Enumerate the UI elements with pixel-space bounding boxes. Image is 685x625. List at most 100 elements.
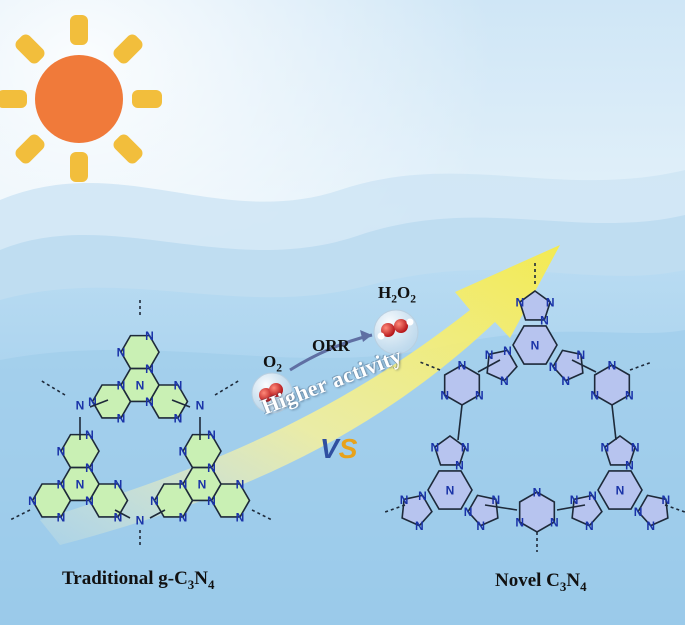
core-hexagon [427,470,473,510]
nitrogen-atom: N [475,389,484,403]
nitrogen-atom: N [625,458,634,472]
nitrogen-atom: N [28,494,37,508]
nitrogen-atom: N [500,374,509,388]
triazole-pentagon [552,349,584,382]
o2-molecule-icon [251,372,293,414]
nitrogen-atom: N [145,362,154,376]
nitrogen-atom: N [616,484,625,498]
nitrogen-atom: N [440,389,449,403]
nitrogen-atom: N [600,441,609,455]
nitrogen-atom: N [550,516,559,530]
bond [611,404,617,441]
bond [89,399,109,408]
nitrogen-atom: N [625,389,634,403]
triazole-pentagon [486,349,518,382]
orr-label: ORR [312,336,350,355]
nitrogen-atom: N [458,359,467,373]
nitrogen-atom: N [174,379,183,393]
bond [114,509,131,519]
nitrogen-atom: N [179,510,188,524]
nitrogen-atom: N [117,346,126,360]
nitrogen-atom: N [549,360,558,374]
nitrogen-atom: N [117,411,126,425]
nitrogen-atom: N [461,441,470,455]
nitrogen-atom: N [174,411,183,425]
nitrogen-atom: N [150,494,159,508]
nitrogen-atom: N [464,505,473,519]
heptazine-center-ring [60,466,100,502]
nitrogen-atom: N [533,486,542,500]
higher-activity-arrow [40,245,560,545]
triazole-pentagon [401,494,433,527]
nitrogen-atom: N [631,441,640,455]
nitrogen-atom: N [588,489,597,503]
bond [149,509,166,519]
nitrogen-atom: N [608,359,617,373]
triazole-pentagon [433,435,467,466]
nitrogen-atom: N [515,296,524,310]
nitrogen-atom: N [455,458,464,472]
nitrogen-atom: N [179,445,188,459]
vs-logo: VS [320,433,358,464]
bond [477,359,501,373]
nitrogen-atom: N [515,516,524,530]
nitrogen-atom: N [570,493,579,507]
nitrogen-atom: N [57,445,66,459]
sun-icon [0,15,162,182]
dangling-bond [39,379,66,396]
nitrogen-atom: N [76,478,85,492]
nitrogen-atom: N [236,478,245,492]
nitrogen-atom: N [236,510,245,524]
nitrogen-atom: N [57,478,66,492]
nitrogen-atom: N [207,428,216,442]
orr-arrowhead [360,330,372,342]
nitrogen-atom: N [136,514,145,528]
nitrogen-atom: N [561,374,570,388]
triazole-ring: NNN [515,290,555,327]
nitrogen-atom: N [114,478,123,492]
nitrogen-atom: N [503,344,512,358]
triazine-ring: N N N [515,486,559,533]
nitrogen-atom: N [446,484,455,498]
bond [556,504,586,511]
triazole-pentagon [518,290,552,321]
nitrogen-atom: N [57,510,66,524]
bond [484,504,518,511]
nitrogen-atom: N [531,339,540,353]
triazine-ring: N N N [590,359,634,406]
traditional-label: Traditional g-C3N4 [62,568,215,592]
nitrogen-atom: N [145,395,154,409]
nitrogen-atom: N [646,519,655,533]
core-hexagon [512,325,558,365]
novel-label: Novel C3N4 [495,570,587,594]
nitrogen-atom: N [400,493,409,507]
heptazine-center-ring [120,367,160,403]
triazole-ring: NNN [549,348,585,388]
triazine-ring: N N N [440,359,484,406]
nitrogen-atom: N [476,519,485,533]
nitrogen-atom: N [198,478,207,492]
triazole-ring: NNN [464,493,500,533]
bond [457,404,463,441]
h2o2-molecule-icon [373,309,419,355]
nitrogen-atom: N [590,389,599,403]
nitrogen-atom: N [85,494,94,508]
nitrogen-atom: N [207,461,216,475]
nitrogen-atom: N [492,493,501,507]
dangling-bond [214,379,241,396]
nitrogen-atom: N [540,313,549,327]
nitrogen-atom: N [634,505,643,519]
